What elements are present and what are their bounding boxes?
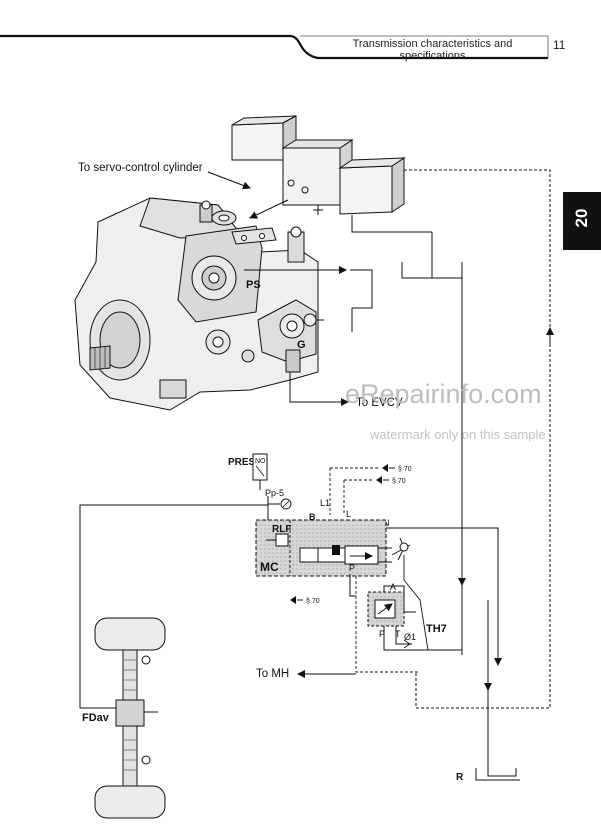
pump-illustration: [74, 197, 324, 411]
label-mc: MC: [260, 560, 279, 574]
label-l: L: [346, 509, 351, 519]
page-number: 11: [553, 38, 566, 52]
ref-marker-1: § 70: [382, 464, 412, 473]
svg-text:§ 70: § 70: [398, 466, 412, 473]
label-t-th7: T: [395, 629, 401, 639]
label-rlf: RLF: [272, 524, 291, 535]
header-rule: [0, 34, 549, 60]
label-no: NO: [255, 458, 266, 465]
label-o1: Ø1: [404, 632, 416, 642]
ref-marker-2: § 70: [376, 476, 406, 485]
label-g: G: [297, 339, 306, 351]
servo-control-cylinder: [231, 115, 406, 215]
label-evcv: To EVCV: [356, 397, 403, 409]
watermark-main: eRepairinfo.com: [345, 379, 542, 409]
label-pp5: Pp-5: [265, 488, 284, 498]
svg-text:§ 70: § 70: [392, 478, 406, 485]
mc-valve-block: [255, 519, 392, 577]
label-b: B: [309, 512, 316, 522]
label-fdav: FDav: [82, 712, 110, 724]
svg-text:§ 70: § 70: [306, 598, 320, 605]
label-th7: TH7: [426, 623, 447, 635]
label-pres: PRES: [228, 457, 256, 468]
label-to-mh: To MH: [256, 668, 289, 680]
label-servo: To servo-control cylinder: [78, 162, 203, 174]
label-p-th7: P: [379, 629, 385, 639]
label-r: R: [456, 772, 464, 783]
label-p-valve: P: [349, 563, 355, 573]
watermark-sub: watermark only on this sample: [369, 427, 546, 442]
header-title-line1: Transmission characteristics and: [352, 38, 513, 50]
ref-marker-3: § 70: [290, 596, 320, 605]
label-ps: PS: [246, 279, 261, 291]
section-tab: 20: [563, 192, 601, 250]
label-l1: L1: [320, 498, 330, 508]
label-a: A: [390, 582, 396, 592]
th7-valve: [367, 585, 462, 651]
axle-assembly: [94, 617, 166, 819]
